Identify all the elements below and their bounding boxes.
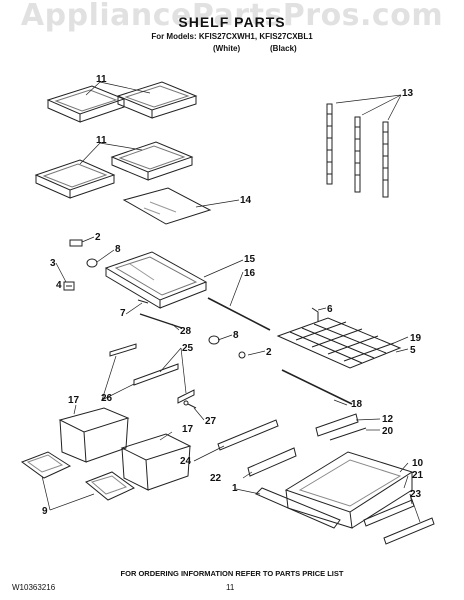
- model-numbers: For Models: KFIS27CXWH1, KFIS27CXBL1: [151, 32, 313, 41]
- callout-9: 9: [42, 506, 48, 517]
- callout-16: 16: [244, 268, 256, 279]
- callout-labels: 11 11 14 13 2 8 3 4 15 16 7 28 8 2 6 19 …: [42, 74, 424, 517]
- leader-lines: [41, 81, 421, 523]
- bracket-part-20: [329, 427, 367, 441]
- callout-17: 17: [182, 424, 194, 435]
- slide-part-25: [133, 363, 179, 386]
- glass-shelf-part-11: [116, 81, 198, 119]
- callout-8: 8: [115, 244, 121, 255]
- document-number: W10363216: [12, 583, 56, 592]
- glass-shelf-part-11: [34, 159, 116, 199]
- callout-11: 11: [96, 74, 107, 85]
- callout-5: 5: [410, 345, 416, 356]
- ordering-note: FOR ORDERING INFORMATION REFER TO PARTS …: [120, 569, 344, 578]
- callout-17: 17: [68, 395, 80, 406]
- callout-8: 8: [233, 330, 239, 341]
- rod-part-28: [139, 313, 183, 329]
- callout-7: 7: [120, 308, 126, 319]
- callout-13: 13: [402, 88, 414, 99]
- shelf-rail-part-13: [326, 103, 389, 198]
- variant-white: (White): [213, 44, 241, 53]
- glass-panel-part-14: [122, 187, 212, 225]
- callout-22: 22: [210, 473, 222, 484]
- callout-21: 21: [412, 470, 424, 481]
- support-rod-part-16: [207, 297, 271, 331]
- page-number: 11: [226, 583, 235, 592]
- glass-shelf-part-11: [110, 141, 194, 181]
- callout-20: 20: [382, 426, 394, 437]
- slide-rail-part-24: [217, 419, 279, 451]
- cap-part-8: [208, 335, 220, 345]
- slide-rail-part-22: [247, 447, 297, 477]
- bracket-part-3: [63, 281, 75, 291]
- hook-part-6: [311, 307, 319, 322]
- crisper-cover-part-15: [104, 251, 208, 309]
- rail-part-23: [363, 499, 435, 545]
- slide-part-26: [109, 343, 137, 357]
- callout-18: 18: [351, 399, 363, 410]
- callout-28: 28: [180, 326, 192, 337]
- callout-4: 4: [56, 280, 62, 291]
- callout-2: 2: [266, 347, 272, 358]
- small-clip-part-2: [69, 239, 83, 247]
- callout-10: 10: [412, 458, 424, 469]
- screw-part-7: [137, 299, 149, 304]
- callout-19: 19: [410, 333, 422, 344]
- wire-shelf-part-19: [276, 317, 402, 369]
- rod-part-18: [281, 369, 353, 405]
- diagram-title: SHELF PARTS: [178, 14, 286, 30]
- callout-3: 3: [50, 258, 56, 269]
- glass-shelf-part-11: [46, 85, 126, 123]
- callout-24: 24: [180, 456, 192, 467]
- drawer-front-part-9: [85, 471, 135, 501]
- callout-1: 1: [232, 483, 238, 494]
- callout-26: 26: [101, 393, 113, 404]
- variant-black: (Black): [270, 44, 297, 53]
- screw-part-27: [183, 400, 197, 409]
- bracket-part-12: [315, 413, 359, 437]
- watermark: AppliancePartsPros.com: [20, 0, 444, 33]
- callout-15: 15: [244, 254, 256, 265]
- front-trim-part-1: [255, 487, 341, 529]
- crisper-drawer-part-17: [120, 433, 192, 491]
- callout-11: 11: [96, 135, 107, 146]
- callout-2: 2: [95, 232, 101, 243]
- callout-12: 12: [382, 414, 394, 425]
- pan-drawer-part-10: [284, 451, 414, 529]
- callout-23: 23: [410, 489, 422, 500]
- screw-part-2: [238, 351, 246, 359]
- crisper-drawer-part-17: [58, 407, 130, 463]
- callout-27: 27: [205, 416, 217, 427]
- drawer-front-part-9: [20, 451, 72, 479]
- cap-part-8: [86, 258, 98, 268]
- callout-25: 25: [182, 343, 194, 354]
- callout-6: 6: [327, 304, 333, 315]
- slide-part-25: [177, 389, 195, 404]
- callout-14: 14: [240, 195, 252, 206]
